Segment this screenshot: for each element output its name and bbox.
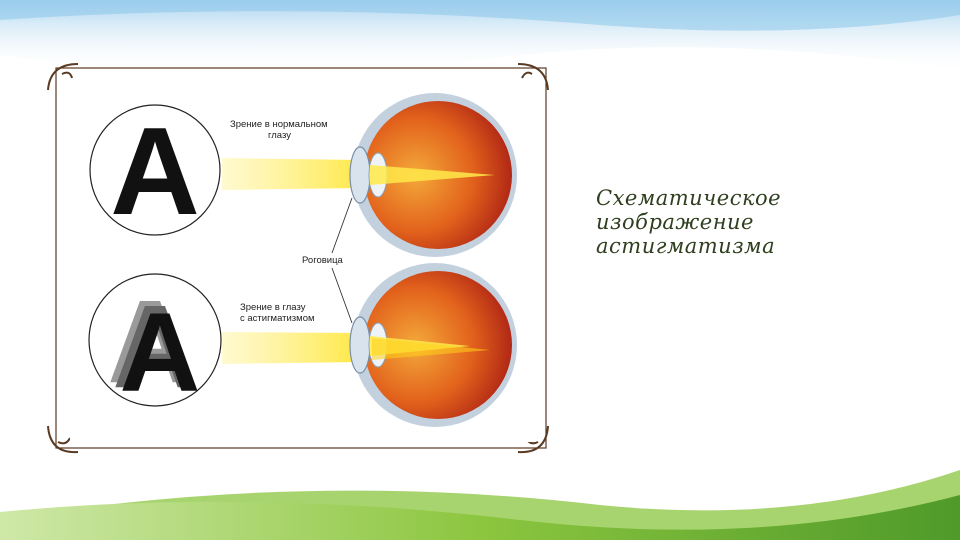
ray-focus-astigmatism-b	[372, 338, 490, 360]
cornea-normal	[349, 146, 371, 204]
cornea-astigmatism	[349, 316, 371, 374]
grass-front	[0, 495, 960, 540]
letter-a-blur-mid: A	[112, 281, 197, 413]
caption-line-1: Схематическое	[596, 186, 782, 210]
slide-caption: Схематическое изображение астигматизма	[596, 186, 936, 258]
ray-focus-normal	[370, 165, 495, 185]
caption-line-2: изображение	[596, 210, 754, 234]
label-astigmatism-line2: с астигматизмом	[240, 313, 315, 324]
letter-a-normal: A	[110, 103, 200, 241]
letter-circle-astigmatism	[88, 273, 222, 407]
letter-circle-normal	[89, 104, 221, 236]
cornea-pointer-top	[331, 197, 353, 254]
label-normal-line1: Зрение в нормальном	[230, 119, 328, 130]
frame-flourish-bottom-left	[47, 425, 79, 454]
label-astigmatism-line1: Зрение в глазу	[240, 302, 306, 313]
frame-flourish-top-left	[47, 63, 79, 91]
sky-streak	[0, 0, 960, 31]
cornea-pointer-bottom	[331, 267, 353, 324]
letter-a-blur-shadow: A	[107, 276, 192, 408]
caption-line-3: астигматизма	[596, 234, 776, 258]
label-normal-line2: глазу	[268, 130, 291, 141]
letter-a-astigmatism: A	[120, 290, 201, 415]
cornea-label: Роговица	[302, 255, 344, 266]
frame-flourish-top-right	[517, 63, 549, 91]
